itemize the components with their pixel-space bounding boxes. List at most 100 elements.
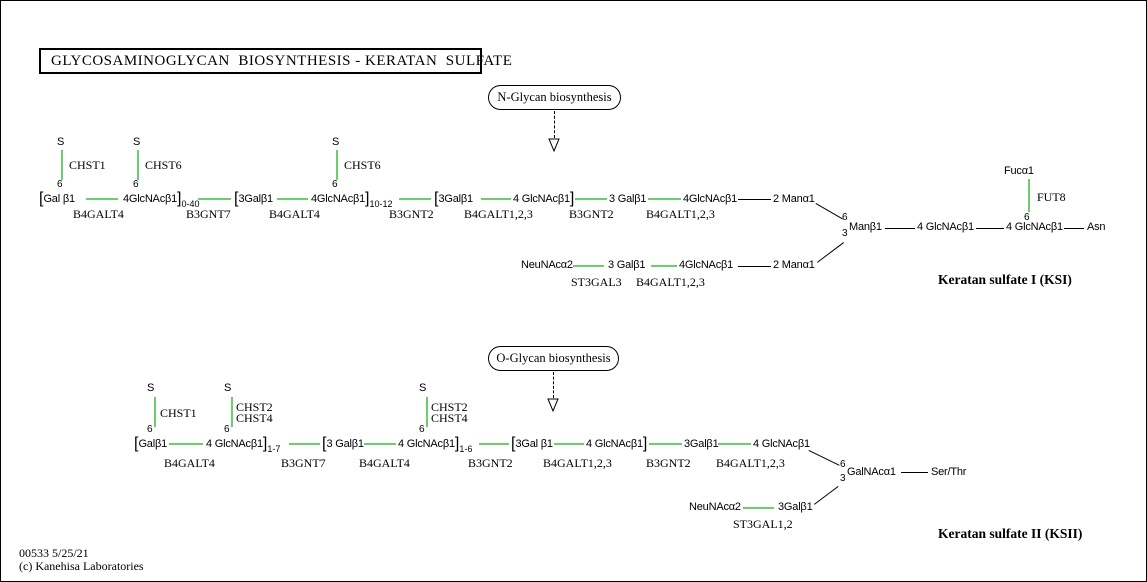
map-id: 00533 5/25/21 [19, 546, 89, 560]
enzyme-chst1[interactable]: CHST1 [69, 158, 106, 172]
sugar-label: Manβ1 [849, 221, 882, 233]
link-position-6: 6 [147, 424, 153, 435]
repeat-bracket: ] [569, 190, 575, 207]
dashed-connector [553, 372, 554, 398]
enzyme-b3gnt2[interactable]: B3GNT2 [468, 456, 513, 470]
enzyme-chst2[interactable]: CHST2 [431, 400, 468, 414]
enzyme-b4galt123[interactable]: B4GALT1,2,3 [716, 456, 785, 470]
enzyme-fut8[interactable]: FUT8 [1037, 190, 1066, 204]
map-footer: 00533 5/25/21 (c) Kanehisa Laboratories [19, 547, 144, 573]
glycosidic-bond [575, 198, 607, 200]
sugar-label: 3 Galβ1 [326, 437, 364, 450]
sugar-label: 3Galβ1 [238, 192, 273, 205]
enzyme-b4galt4[interactable]: B4GALT4 [359, 456, 410, 470]
sulfate-s: S [57, 136, 65, 148]
sugar-label: Gal β1 [43, 192, 75, 205]
glycosidic-bond [399, 198, 431, 200]
enzyme-chst1[interactable]: CHST1 [160, 406, 197, 420]
enzyme-b3gnt2[interactable]: B3GNT2 [569, 207, 614, 221]
sulfate-s: S [147, 382, 155, 394]
sugar-label: 4 GlcNAcβ1 [753, 438, 810, 450]
sugar-label: 2 Manα1 [773, 259, 815, 271]
link-position-6: 6 [224, 424, 230, 435]
sugar-label: GalNAcα1 [847, 466, 896, 478]
enzyme-b4galt123[interactable]: B4GALT1,2,3 [464, 207, 533, 221]
glycosidic-bond [481, 198, 511, 200]
sugar-node: 4GlcNAcβ1]0-40 [123, 191, 200, 209]
sugar-label: 3Galβ1 [684, 438, 719, 450]
glycosidic-bond [976, 228, 1004, 229]
sulfate-s: S [133, 136, 141, 148]
pathway-title-box: GLYCOSAMINOGLYCAN BIOSYNTHESIS - KERATAN… [39, 48, 512, 74]
repeat-bracket: [ [511, 435, 516, 452]
link-o-glycan-biosynthesis[interactable]: O-Glycan biosynthesis [488, 346, 619, 371]
repeat-bracket: [ [434, 190, 439, 207]
enzyme-chst6[interactable]: CHST6 [344, 158, 381, 172]
sugar-label: 3Gal β1 [515, 437, 553, 450]
link-n-glycan-biosynthesis[interactable]: N-Glycan biosynthesis [488, 85, 621, 110]
sugar-label: 3 Galβ1 [609, 193, 647, 205]
repeat-bracket: [ [134, 435, 139, 452]
arrow-head-icon [548, 138, 560, 153]
sulfation-bond [426, 397, 428, 427]
sulfation-bond [154, 397, 156, 427]
glycosidic-bond [648, 198, 681, 200]
link-label: O-Glycan biosynthesis [496, 351, 611, 365]
sulfate-s: S [224, 382, 232, 394]
enzyme-st3gal3[interactable]: ST3GAL3 [571, 275, 622, 289]
glycosidic-bond [169, 443, 203, 445]
repeat-count: 1-7 [267, 444, 281, 454]
branch-bond [815, 203, 843, 220]
glycosidic-bond [277, 198, 308, 200]
sugar-node: [3Galβ1 [434, 191, 473, 207]
enzyme-b3gnt7[interactable]: B3GNT7 [281, 456, 326, 470]
sugar-node: [3 Galβ1 [322, 436, 364, 452]
enzyme-b3gnt2[interactable]: B3GNT2 [389, 207, 434, 221]
repeat-bracket: [ [322, 435, 327, 452]
glycosidic-bond [885, 228, 915, 229]
enzyme-b4galt123[interactable]: B4GALT1,2,3 [543, 456, 612, 470]
enzyme-b4galt4[interactable]: B4GALT4 [73, 207, 124, 221]
sugar-node: [3Gal β1 [511, 436, 553, 452]
repeat-bracket: ] [454, 435, 460, 452]
sugar-node: 4 GlcNAcβ1] [586, 436, 647, 452]
repeat-bracket: ] [642, 435, 648, 452]
enzyme-b4galt123[interactable]: B4GALT1,2,3 [636, 275, 705, 289]
sugar-label: 4GlcNAcβ1 [123, 192, 178, 205]
glycosidic-bond [651, 265, 677, 267]
page-title: GLYCOSAMINOGLYCAN BIOSYNTHESIS - KERATAN… [51, 52, 513, 69]
sugar-label: 4 GlcNAcβ1 [513, 192, 570, 205]
repeat-bracket: ] [365, 190, 370, 207]
enzyme-chst4[interactable]: CHST4 [431, 411, 468, 425]
enzyme-b3gnt2[interactable]: B3GNT2 [646, 456, 691, 470]
sugar-label: 4GlcNAcβ1 [311, 192, 366, 205]
enzyme-chst2[interactable]: CHST2 [236, 400, 273, 414]
sugar-label: NeuNAcα2 [521, 259, 573, 271]
enzyme-st3gal12[interactable]: ST3GAL1,2 [733, 517, 793, 531]
enzyme-b4galt4[interactable]: B4GALT4 [164, 456, 215, 470]
glycosidic-bond [743, 507, 774, 509]
sugar-node: 4 GlcNAcβ1] [513, 191, 574, 207]
link-position-6: 6 [419, 424, 425, 435]
sugar-label: 2 Manα1 [773, 193, 815, 205]
ser-thr-residue: Ser/Thr [931, 466, 967, 478]
link-position-3: 3 [842, 228, 848, 239]
sulfate-s: S [332, 136, 340, 148]
enzyme-b3gnt7[interactable]: B3GNT7 [186, 207, 231, 221]
link-position-6: 6 [842, 212, 848, 223]
glycosidic-bond [738, 266, 771, 267]
sulfation-bond [137, 150, 139, 180]
sugar-node: [3Galβ1 [234, 191, 273, 207]
enzyme-chst6[interactable]: CHST6 [145, 158, 182, 172]
repeat-count: 1-6 [459, 444, 473, 454]
link-position-6: 6 [840, 459, 846, 470]
enzyme-b4galt123[interactable]: B4GALT1,2,3 [646, 207, 715, 221]
enzyme-chst4[interactable]: CHST4 [236, 411, 273, 425]
glycosidic-bond [901, 472, 928, 473]
enzyme-b4galt4[interactable]: B4GALT4 [269, 207, 320, 221]
glycosidic-bond [364, 443, 396, 445]
arrow-head-icon [547, 398, 559, 413]
repeat-count: 0-40 [181, 199, 200, 209]
sugar-label: 4 GlcNAcβ1 [917, 221, 974, 233]
sugar-label: NeuNAcα2 [689, 501, 741, 513]
